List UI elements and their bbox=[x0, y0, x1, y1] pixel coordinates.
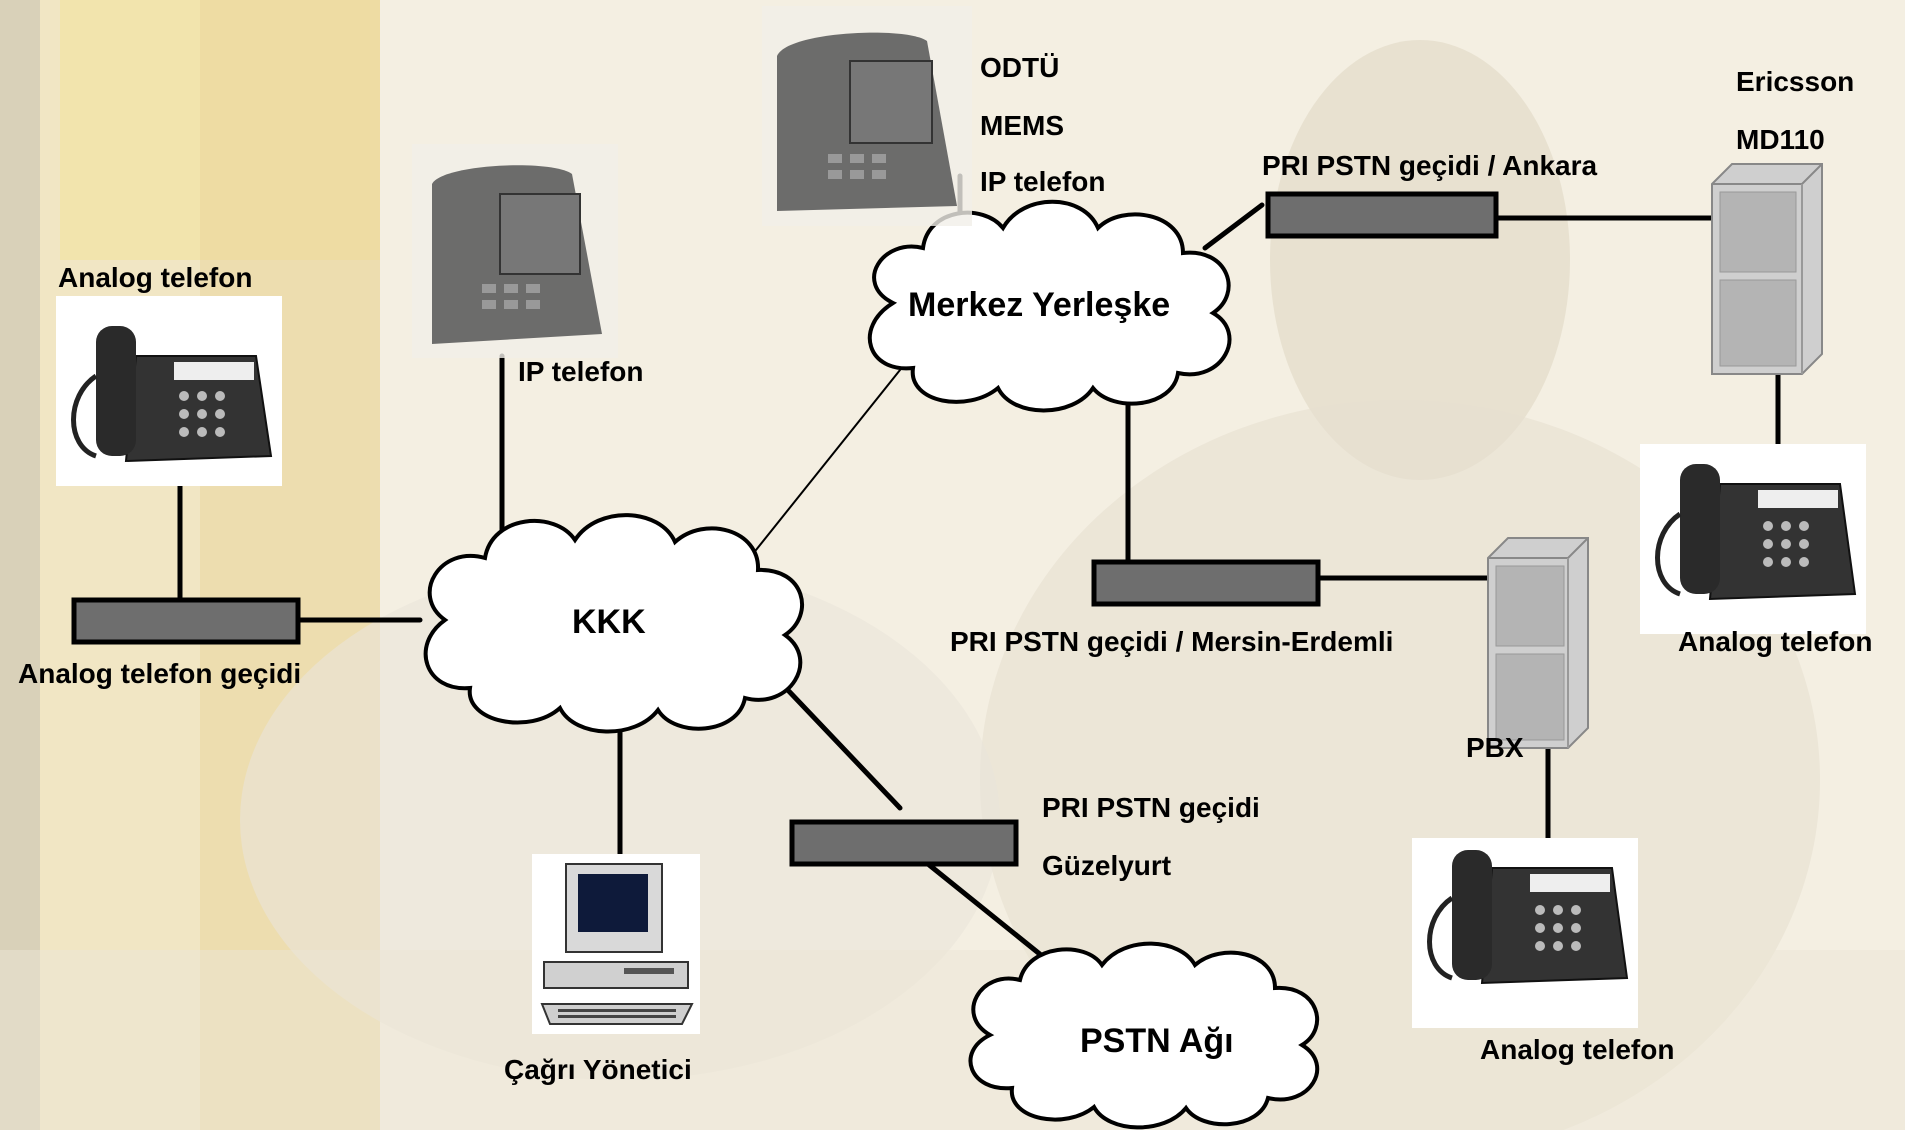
label-analog-phone-left: Analog telefon bbox=[58, 262, 253, 293]
cloud-label-pstn: PSTN Ağı bbox=[1080, 1022, 1234, 1060]
link-kkk-to-merkez bbox=[747, 369, 901, 561]
link-merkez-to-ankara-gateway bbox=[1202, 202, 1265, 251]
analog-phone-right bbox=[1640, 444, 1866, 634]
ip-phone-left bbox=[412, 144, 618, 358]
ip-phone-odtu bbox=[762, 6, 972, 226]
label-call-manager: Çağrı Yönetici bbox=[504, 1054, 692, 1085]
label-md110: MD110 bbox=[1736, 124, 1825, 155]
label-analog-phone-bottom: Analog telefon bbox=[1480, 1034, 1675, 1065]
analog-phone-left bbox=[56, 296, 282, 486]
label-analog-phone-right: Analog telefon bbox=[1678, 626, 1873, 657]
ericsson-md110-server-icon bbox=[1711, 163, 1823, 375]
cloud-kkk bbox=[423, 513, 804, 734]
label-pri-guzelyurt: PRI PSTN geçidi bbox=[1042, 792, 1260, 823]
label-ip-phone-left: IP telefon bbox=[518, 356, 644, 387]
label-pbx: PBX bbox=[1466, 732, 1524, 763]
label-pri-mersin: PRI PSTN geçidi / Mersin-Erdemli bbox=[950, 626, 1394, 657]
pri-gateway-mersin bbox=[1091, 559, 1321, 607]
label-pri-ankara: PRI PSTN geçidi / Ankara bbox=[1262, 150, 1598, 181]
cloud-label-kkk: KKK bbox=[572, 603, 646, 641]
cloud-merkez bbox=[867, 199, 1232, 413]
label-mems: MEMS bbox=[980, 110, 1064, 141]
analog-phone-bottom bbox=[1412, 838, 1638, 1028]
cloud-label-merkez: Merkez Yerleşke bbox=[908, 286, 1171, 324]
pbx-server-icon bbox=[1487, 537, 1589, 749]
label-odtu-ip-phone: IP telefon bbox=[980, 166, 1106, 197]
label-guzelyurt: Güzelyurt bbox=[1042, 850, 1172, 881]
label-odtu: ODTÜ bbox=[980, 52, 1060, 83]
analog-telephone-gateway bbox=[71, 597, 301, 645]
pri-gateway-guzelyurt bbox=[789, 819, 1019, 867]
call-manager-computer-icon bbox=[532, 854, 700, 1034]
label-analog-gateway: Analog telefon geçidi bbox=[18, 658, 302, 689]
pri-gateway-ankara bbox=[1265, 191, 1499, 239]
cloud-pstn bbox=[968, 941, 1320, 1130]
label-ericsson: Ericsson bbox=[1736, 66, 1855, 97]
